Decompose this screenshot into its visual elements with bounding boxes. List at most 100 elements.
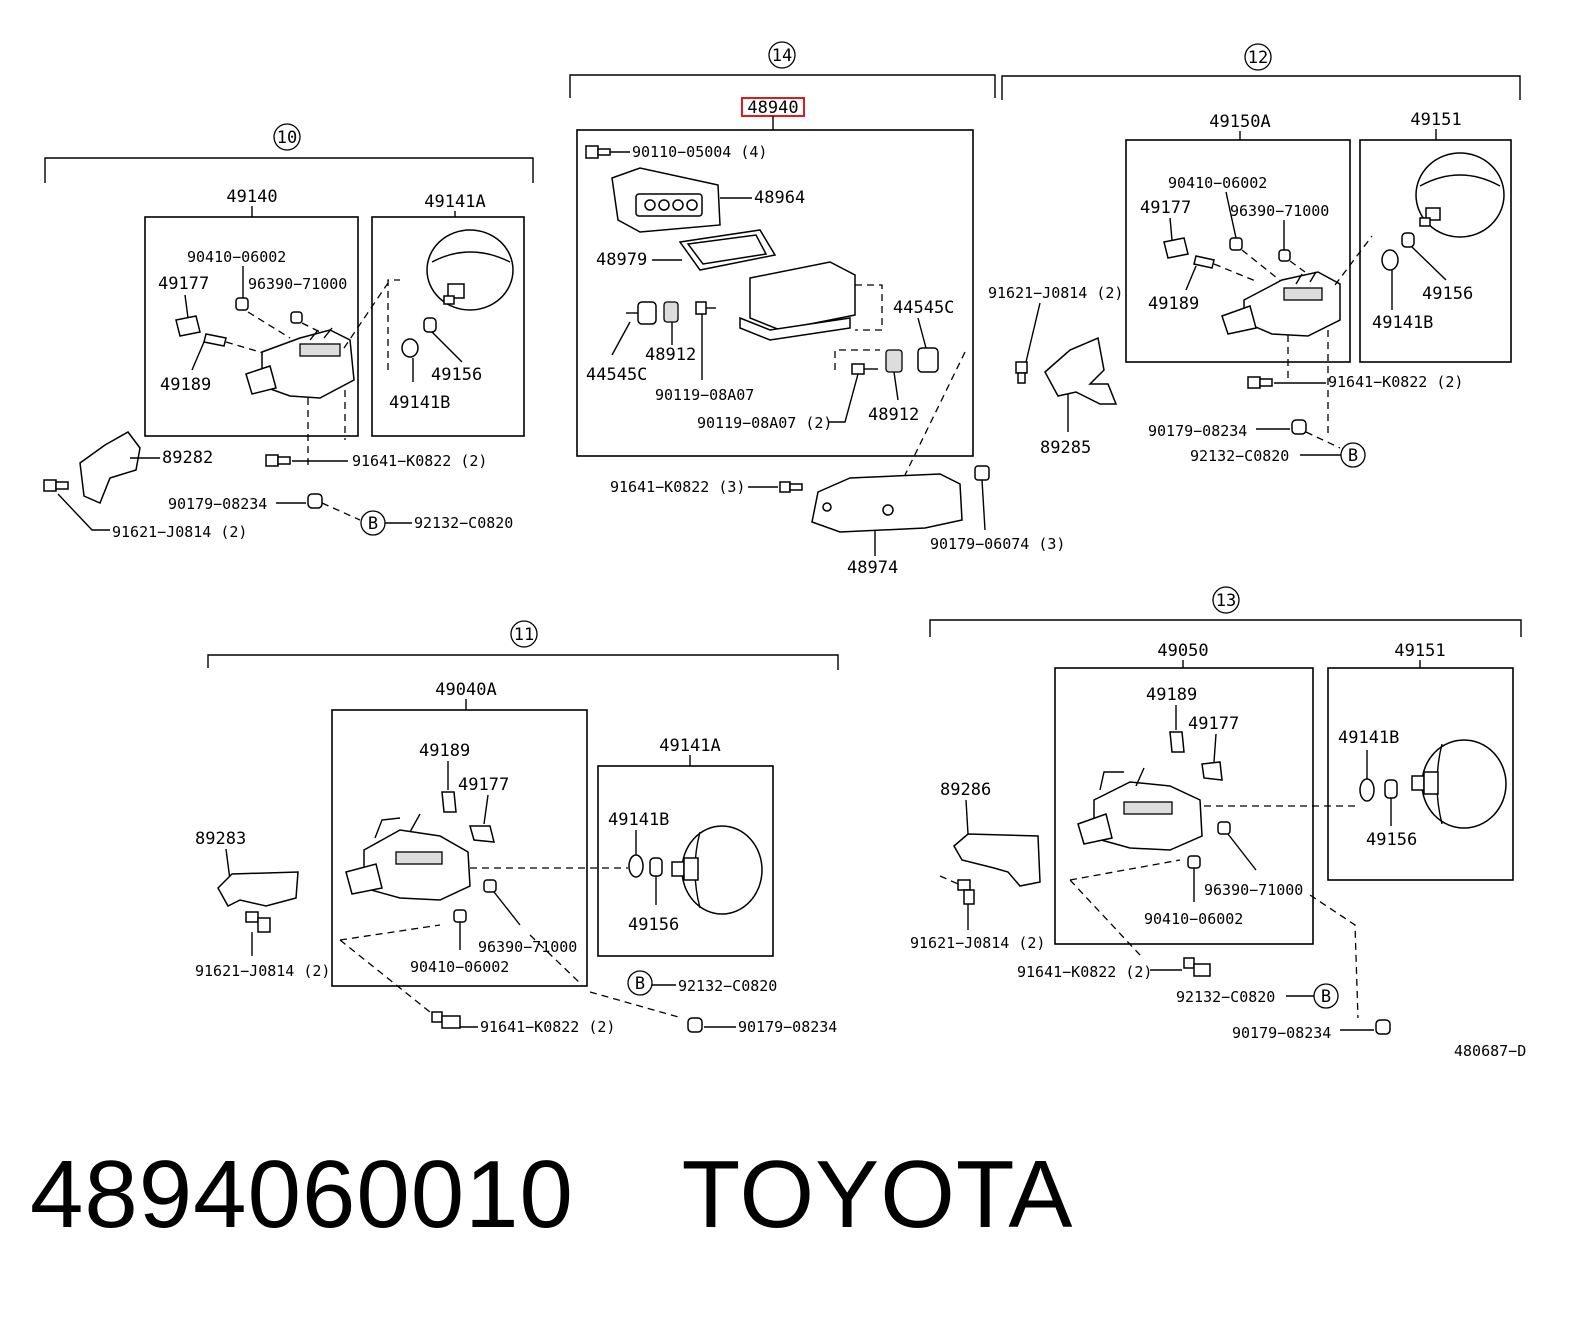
nut-icon	[453, 909, 467, 923]
bracket-icon	[811, 473, 963, 533]
part-label[interactable]: 49177	[458, 775, 509, 795]
valve-body-icon	[345, 813, 471, 901]
part-label[interactable]: 91621−J0814 (2)	[195, 962, 330, 980]
part-label[interactable]: 44545C	[586, 365, 647, 385]
part-label[interactable]: 90119−08A07 (2)	[697, 414, 832, 432]
part-label[interactable]: 89285	[1040, 438, 1091, 458]
group-number-circle	[1212, 586, 1240, 614]
part-label[interactable]: 90179−08234	[1232, 1024, 1331, 1042]
part-label[interactable]: 91641−K0822 (2)	[352, 452, 487, 470]
nut-icon	[307, 493, 323, 509]
part-label[interactable]: 49189	[1146, 685, 1197, 705]
part-label[interactable]: 91641−K0822 (2)	[1017, 963, 1152, 981]
accumulator-icon	[671, 825, 763, 915]
oring-icon	[401, 338, 419, 358]
nut-icon	[687, 1017, 703, 1033]
bracket-icon	[217, 871, 299, 907]
part-label[interactable]: 48979	[596, 250, 647, 270]
diagram-reference: 480687−D	[1454, 1042, 1526, 1060]
valve-body-icon	[1221, 271, 1341, 337]
assembly-box	[331, 709, 588, 987]
part-label[interactable]: 92132−C0820	[1190, 447, 1289, 465]
part-label[interactable]: 48912	[645, 345, 696, 365]
part-label[interactable]: 92132−C0820	[678, 977, 777, 995]
part-label[interactable]: 90179−08234	[168, 495, 267, 513]
part-label[interactable]: 90410−06002	[1168, 174, 1267, 192]
assembly-label[interactable]: 49040A	[435, 680, 496, 700]
sensor-icon	[1193, 255, 1215, 269]
assembly-label[interactable]: 49151	[1394, 641, 1445, 661]
oring-icon	[628, 854, 644, 878]
part-label[interactable]: 49156	[628, 915, 679, 935]
assembly-label-48940[interactable]: 48940	[747, 98, 798, 118]
fitting-icon	[469, 825, 495, 843]
part-label[interactable]: 90119−08A07	[655, 386, 754, 404]
bracket-icon	[953, 833, 1041, 887]
bolt-icon	[585, 145, 611, 159]
part-label[interactable]: 96390−71000	[1230, 202, 1329, 220]
part-label[interactable]: 49141B	[1338, 728, 1399, 748]
part-label[interactable]: 91621−J0814 (2)	[988, 284, 1123, 302]
group-number: 13	[1216, 591, 1236, 611]
part-label[interactable]: 92132−C0820	[414, 514, 513, 532]
sensor-icon	[203, 333, 227, 347]
group-number-circle	[273, 123, 301, 151]
part-label[interactable]: 49177	[158, 274, 209, 294]
assembly-label[interactable]: 49140	[226, 187, 277, 207]
group-12: 12 49150A 49151 90410−06002 96390−71000 …	[988, 43, 1521, 468]
part-label[interactable]: 49141B	[608, 810, 669, 830]
part-label[interactable]: 90110−05004 (4)	[632, 143, 767, 161]
part-label[interactable]: 49189	[419, 741, 470, 761]
part-label[interactable]: 49177	[1140, 198, 1191, 218]
assembly-label[interactable]: 49050	[1157, 641, 1208, 661]
part-label[interactable]: 49189	[1148, 294, 1199, 314]
part-label[interactable]: 90179−06074 (3)	[930, 535, 1065, 553]
part-label[interactable]: 48964	[754, 188, 805, 208]
assembly-label[interactable]: 49141A	[424, 192, 485, 212]
part-label[interactable]: 91641−K0822 (3)	[610, 478, 745, 496]
part-label[interactable]: 90410−06002	[1144, 910, 1243, 928]
part-label[interactable]: 91621−J0814 (2)	[112, 523, 247, 541]
part-label[interactable]: 49177	[1188, 714, 1239, 734]
part-label[interactable]: 49141B	[1372, 313, 1433, 333]
part-label[interactable]: 90410−06002	[410, 958, 509, 976]
part-label[interactable]: 48974	[847, 558, 898, 578]
part-label[interactable]: 89282	[162, 448, 213, 468]
bolt-icon	[265, 454, 291, 467]
part-label[interactable]: 89286	[940, 780, 991, 800]
callout-letter: B	[368, 514, 378, 534]
part-label[interactable]: 90410−06002	[187, 248, 286, 266]
part-label[interactable]: 96390−71000	[1204, 881, 1303, 899]
part-label[interactable]: 91641−K0822 (2)	[480, 1018, 615, 1036]
fitting-icon	[1163, 237, 1189, 259]
sensor-icon	[441, 791, 457, 813]
callout-circle	[627, 970, 653, 996]
part-label[interactable]: 49156	[431, 365, 482, 385]
part-label[interactable]: 90179−08234	[738, 1018, 837, 1036]
seal-icon	[1384, 779, 1398, 799]
plug-icon	[1278, 249, 1291, 262]
callout-letter: B	[635, 974, 645, 994]
part-label[interactable]: 92132−C0820	[1176, 988, 1275, 1006]
assembly-label[interactable]: 49141A	[659, 736, 720, 756]
bolt-icon	[1247, 376, 1273, 389]
part-label[interactable]: 48912	[868, 405, 919, 425]
part-label[interactable]: 91621−J0814 (2)	[910, 934, 1045, 952]
assembly-label[interactable]: 49150A	[1209, 112, 1270, 132]
plug-icon	[1217, 821, 1231, 835]
group-number-circle	[510, 620, 538, 648]
group-number-circle	[768, 41, 796, 69]
part-label[interactable]: 91641−K0822 (2)	[1328, 373, 1463, 391]
part-label[interactable]: 49141B	[389, 393, 450, 413]
part-label[interactable]: 49189	[160, 375, 211, 395]
assembly-label[interactable]: 49151	[1410, 110, 1461, 130]
bolt-icon	[43, 479, 69, 492]
part-label[interactable]: 96390−71000	[478, 938, 577, 956]
part-label[interactable]: 96390−71000	[248, 275, 347, 293]
part-label[interactable]: 89283	[195, 829, 246, 849]
part-label[interactable]: 49156	[1422, 284, 1473, 304]
seal-icon	[1401, 232, 1415, 248]
part-label[interactable]: 90179−08234	[1148, 422, 1247, 440]
part-label[interactable]: 49156	[1366, 830, 1417, 850]
part-label[interactable]: 44545C	[893, 298, 954, 318]
